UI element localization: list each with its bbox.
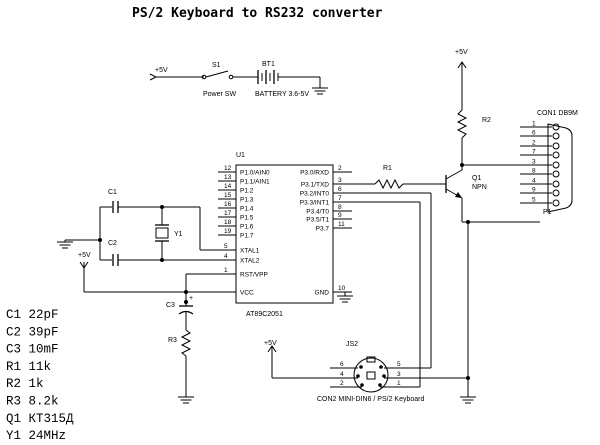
- mcu-pin-14-number: 14: [224, 183, 232, 190]
- supply-label: +5V: [155, 67, 168, 74]
- r1-label: R1: [383, 165, 392, 172]
- mcu-pin-p3-2-int0-name: P3.2/INT0: [300, 191, 330, 198]
- vcc-label-reset: +5V: [78, 252, 91, 259]
- mcu-pin-8-number: 8: [338, 204, 342, 211]
- mcu-pin-gnd-name: GND: [315, 290, 330, 297]
- mcu-pin-p1-3-name: P1.3: [240, 197, 254, 204]
- db9-connector: CON1 DB9M 1 6 2 7 3 8 4 9 5 P1: [520, 110, 578, 216]
- c3-label: C3: [166, 302, 175, 309]
- level-shifter: R1 Q1 NPN R2 +5V: [333, 49, 540, 404]
- mcu-pin-3-number: 3: [338, 177, 342, 184]
- mcu-pin-rst-vpp-name: RST/VPP: [240, 272, 268, 279]
- db9-pin-1: 1: [532, 121, 536, 128]
- mcu-pin-16-number: 16: [224, 201, 232, 208]
- mcu-pin-p3-7-name: P3.7: [316, 226, 330, 233]
- power-supply: +5V S1 Power SW BT1 BATTERY 3.6-5V: [149, 61, 328, 98]
- mcu-pin-p1-0-ain0-name: P1.0/AIN0: [240, 170, 270, 177]
- c2-label: C2: [108, 240, 117, 247]
- mcu-pin-7-number: 7: [338, 195, 342, 202]
- switch-value: Power SW: [203, 91, 236, 98]
- mcu-pin-1-number: 1: [224, 267, 228, 274]
- ps2-pin-2: 2: [340, 380, 344, 387]
- mcu-ref: U1: [236, 152, 245, 159]
- r2-label: R2: [482, 117, 491, 124]
- bom-item-c3: C3 10mF: [6, 343, 59, 357]
- reset-circuit: +5V + C3 R3: [78, 252, 236, 404]
- battery-ref: BT1: [262, 61, 275, 68]
- c1-label: C1: [108, 189, 117, 196]
- mcu-pin-10-number: 10: [338, 285, 346, 292]
- mcu-pin-p1-7-name: P1.7: [240, 233, 254, 240]
- mcu-pin-p1-6-name: P1.6: [240, 224, 254, 231]
- switch-ref: S1: [212, 62, 221, 69]
- crystal-label: Y1: [174, 231, 183, 238]
- bom-item-c1: C1 22pF: [6, 308, 59, 322]
- bom-item-y1: Y1 24MHz: [6, 429, 66, 443]
- mcu-pin-xtal2-name: XTAL2: [240, 258, 260, 265]
- mcu-pin-11-number: 11: [338, 221, 345, 228]
- vcc-label-ps2: +5V: [264, 340, 277, 347]
- parts-list: C1 22pF C2 39pF C3 10mF R1 11k R2 1k R3 8.2kQ…: [6, 308, 74, 443]
- ps2-pin-3: 3: [397, 371, 401, 378]
- mcu-pin-p1-1-ain1-name: P1.1/AIN1: [240, 179, 270, 186]
- ps2-pin-1: 1: [397, 380, 401, 387]
- ps2-ref: JS2: [346, 341, 358, 348]
- battery-value: BATTERY 3.6-5V: [255, 91, 309, 98]
- ps2-pin-6: 6: [340, 361, 344, 368]
- mcu-pin-p1-4-name: P1.4: [240, 206, 254, 213]
- bom-item-r2: R2 1k: [6, 377, 44, 391]
- bom-item-r1: R1 11k: [6, 360, 51, 374]
- r3-label: R3: [168, 337, 177, 344]
- db9-pin-9: 9: [532, 187, 536, 194]
- ps2-connector: JS2 CON2 MINI-DIN6 / PS/2 Keyboard 6 5 4 3 2…: [264, 192, 468, 403]
- mcu-pin-5-number: 5: [224, 243, 228, 250]
- mcu-pin-p3-5-t1-name: P3.5/T1: [306, 217, 329, 224]
- mcu-pin-15-number: 15: [224, 192, 232, 199]
- bom-item-c2: C2 39pF: [6, 325, 59, 339]
- q1-type: NPN: [472, 184, 487, 191]
- mcu-ground: [333, 291, 353, 303]
- q1-ref: Q1: [472, 175, 481, 182]
- bom-item-r3: R3 8.2k: [6, 395, 59, 409]
- db9-ref: CON1 DB9M: [537, 110, 578, 117]
- mcu-pin-vcc-name: VCC: [240, 290, 254, 297]
- mcu-pin-p3-0-rxd-name: P3.0/RXD: [300, 170, 329, 177]
- ps2-pin-5: 5: [397, 361, 401, 368]
- mcu-pin-4-number: 4: [224, 253, 228, 260]
- mcu-pin-9-number: 9: [338, 212, 342, 219]
- mcu-pin-xtal1-name: XTAL1: [240, 248, 260, 255]
- microcontroller-u1: U1 AT89C2051 12P1.0/AIN013P1.1/AIN114P1.…: [218, 152, 352, 318]
- mcu-pin-p3-1-txd-name: P3.1/TXD: [301, 182, 329, 189]
- bom-item-q1: Q1 КТ315Д: [6, 412, 74, 426]
- mcu-pin-p3-3-int1-name: P3.3/INT1: [300, 200, 330, 207]
- db9-pin-6: 6: [532, 130, 536, 137]
- db9-pin-2: 2: [532, 140, 536, 147]
- db9-pin1-label: P1: [543, 209, 552, 216]
- oscillator-circuit: C1 C2 Y1: [57, 189, 236, 266]
- mcu-pin-12-number: 12: [224, 165, 232, 172]
- mcu-pin-17-number: 17: [224, 210, 232, 217]
- ps2-pin-4: 4: [340, 371, 344, 378]
- mcu-pin-p3-4-t0-name: P3.4/T0: [306, 209, 329, 216]
- db9-pin-3: 3: [532, 159, 536, 166]
- mcu-pin-p1-5-name: P1.5: [240, 215, 254, 222]
- mcu-pin-p1-2-name: P1.2: [240, 188, 254, 195]
- mcu-pin-19-number: 19: [224, 228, 232, 235]
- db9-pin-5: 5: [532, 197, 536, 204]
- vcc-label-r2: +5V: [455, 49, 468, 56]
- mcu-pin-13-number: 13: [224, 174, 232, 181]
- db9-pin-8: 8: [532, 168, 536, 175]
- mcu-pin-6-number: 6: [338, 186, 342, 193]
- diagram-title: PS/2 Keyboard to RS232 converter: [132, 6, 383, 21]
- mcu-part: AT89C2051: [246, 311, 283, 318]
- mcu-pin-18-number: 18: [224, 219, 232, 226]
- svg-text:+: +: [189, 295, 193, 302]
- db9-pin-7: 7: [532, 149, 536, 156]
- db9-pin-4: 4: [532, 178, 536, 185]
- mcu-pin-2-number: 2: [338, 165, 342, 172]
- ps2-label: CON2 MINI-DIN6 / PS/2 Keyboard: [317, 396, 424, 403]
